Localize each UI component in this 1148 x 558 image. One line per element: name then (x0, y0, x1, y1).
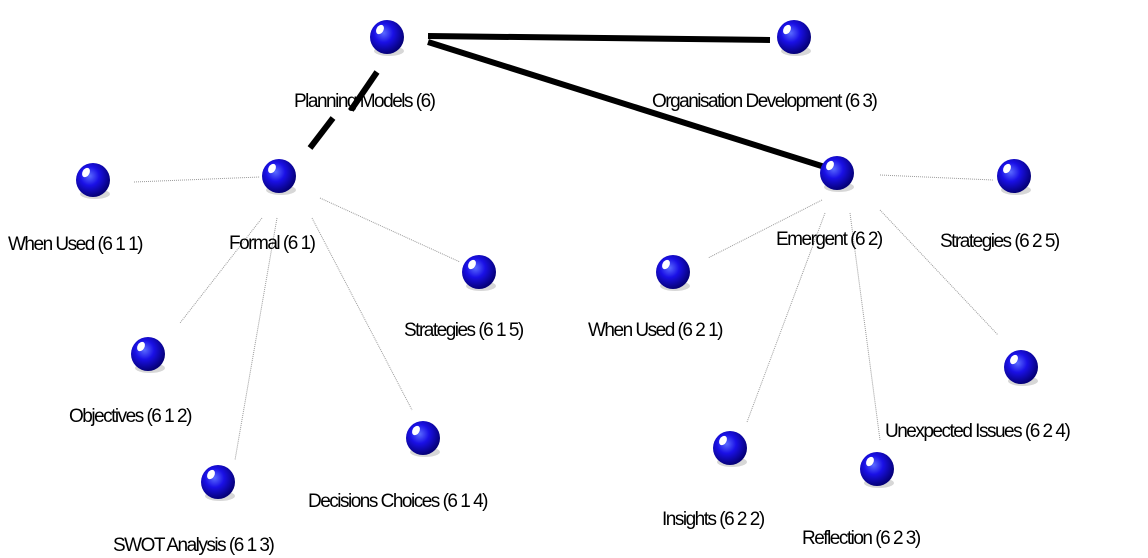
node-strategies-625[interactable] (993, 156, 1035, 198)
edge-formal-swot (234, 217, 278, 461)
label-strategies-625: Strategies (6 2 5) (940, 231, 1060, 252)
label-planning-models: Planning Models (6) (294, 91, 436, 112)
label-insights-622: Insights (6 2 2) (662, 509, 765, 530)
node-strategies-615[interactable] (458, 252, 500, 294)
node-insights-622[interactable] (709, 428, 751, 470)
label-formal: Formal (6 1) (229, 233, 316, 254)
node-swot-613[interactable] (197, 462, 239, 504)
label-objectives-612: Objectives (6 1 2) (69, 406, 192, 427)
node-decisions-614[interactable] (402, 418, 444, 460)
node-formal[interactable] (258, 156, 300, 198)
blue-sphere-icon (131, 337, 165, 373)
label-emergent: Emergent (6 2) (776, 229, 883, 250)
label-when-used-611: When Used (6 1 1) (8, 234, 143, 255)
label-strategies-615: Strategies (6 1 5) (404, 320, 524, 341)
label-when-used-621: When Used (6 2 1) (588, 320, 723, 341)
edge-formal-decisions (311, 217, 413, 411)
edge-emergent-unexpected (879, 209, 999, 336)
blue-sphere-icon (201, 465, 235, 501)
blue-sphere-icon (820, 156, 854, 192)
node-reflection-623[interactable] (856, 449, 898, 491)
edge-formal-objectives (179, 217, 263, 324)
blue-sphere-icon (656, 255, 690, 291)
edge-emergent-reflection (849, 212, 881, 441)
edge-formal-strategies (319, 197, 461, 263)
label-unexpected-624: Unexpected Issues (6 2 4) (885, 421, 1071, 442)
edge-emergent-when-used (707, 199, 823, 259)
label-reflection-623: Reflection (6 2 3) (802, 528, 921, 549)
node-planning-models[interactable] (366, 17, 408, 59)
node-when-used-621[interactable] (652, 252, 694, 294)
edge-planning-organisation (427, 33, 771, 43)
edge-planning-emergent (427, 39, 829, 171)
blue-sphere-icon (406, 421, 440, 457)
blue-sphere-icon (76, 163, 110, 199)
blue-sphere-icon (860, 452, 894, 488)
node-emergent[interactable] (816, 153, 858, 195)
node-when-used-611[interactable] (72, 160, 114, 202)
blue-sphere-icon (997, 159, 1031, 195)
edge-planning-formal-upper (348, 70, 380, 112)
blue-sphere-icon (1004, 350, 1038, 386)
edge-formal-when-used (133, 176, 261, 183)
blue-sphere-icon (370, 20, 404, 56)
label-decisions-614: Decisions Choices (6 1 4) (308, 491, 488, 512)
node-unexpected-624[interactable] (1000, 347, 1042, 389)
edge-emergent-strategies (879, 174, 994, 181)
node-objectives-612[interactable] (127, 334, 169, 376)
label-organisation-development: Organisation Development (6 3) (652, 91, 878, 112)
label-swot-613: SWOT Analysis (6 1 3) (113, 535, 275, 556)
node-organisation-development[interactable] (773, 17, 815, 59)
edge-planning-formal-lower (307, 116, 336, 150)
blue-sphere-icon (777, 20, 811, 56)
blue-sphere-icon (462, 255, 496, 291)
blue-sphere-icon (262, 159, 296, 195)
blue-sphere-icon (713, 431, 747, 467)
